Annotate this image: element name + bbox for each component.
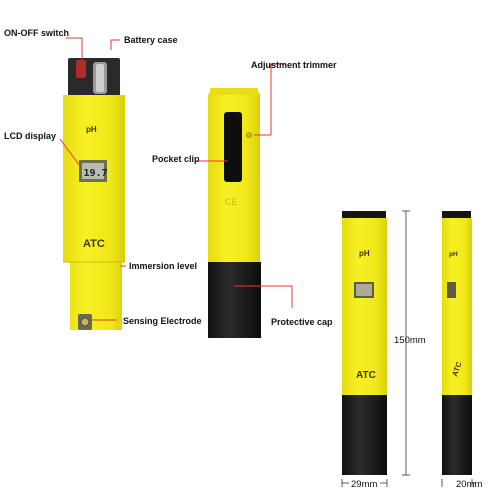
lcd-reading: 19.7 xyxy=(84,168,108,179)
meter3-top xyxy=(342,211,386,219)
ph-mark: pH xyxy=(86,125,97,134)
label-immersion-level: Immersion level xyxy=(129,261,197,271)
pocket-clip xyxy=(224,112,242,182)
meter4-body xyxy=(442,218,472,395)
meter-front-capped: pH ATC xyxy=(342,211,387,475)
ce-mark: CE xyxy=(225,197,238,207)
meter3-ph-mark: pH xyxy=(359,249,370,258)
meter3-cap xyxy=(342,395,387,475)
adjustment-trimmer[interactable] xyxy=(246,132,252,138)
meter3-body xyxy=(342,218,387,395)
dimension-lines xyxy=(341,210,476,487)
meter-body xyxy=(63,95,125,330)
callout-lines xyxy=(59,37,293,321)
label-protective-cap: Protective cap xyxy=(271,317,333,327)
callout-labels: ON-OFF switch Battery case LCD display A… xyxy=(4,28,337,327)
label-lcd-display: LCD display xyxy=(4,131,56,141)
on-off-switch[interactable] xyxy=(76,60,86,78)
meter-with-cap: CE xyxy=(208,88,261,338)
label-on-off-switch: ON-OFF switch xyxy=(4,28,69,38)
meter3-atc-mark: ATC xyxy=(356,370,376,381)
atc-mark: ATC xyxy=(83,238,105,250)
protective-cap xyxy=(208,262,261,338)
dimension-height: 150mm xyxy=(394,335,426,346)
meter4-ph-mark: pH xyxy=(449,251,458,258)
meter4-top xyxy=(442,211,471,219)
label-adjustment-trimmer: Adjustment trimmer xyxy=(251,60,337,70)
meter4-cap xyxy=(442,395,472,475)
meter4-lcd xyxy=(447,282,456,298)
label-battery-case: Battery case xyxy=(124,35,178,45)
meter-front-open: pH 19.7 ATC xyxy=(63,58,125,330)
meter-side-capped: pH ATC xyxy=(442,211,472,475)
dimension-width-side: 20mm xyxy=(456,479,482,490)
label-pocket-clip: Pocket clip xyxy=(152,154,200,164)
dimension-width-front: 29mm xyxy=(351,479,377,490)
label-sensing-electrode: Sensing Electrode xyxy=(123,316,202,326)
lcd-screen xyxy=(82,163,104,179)
